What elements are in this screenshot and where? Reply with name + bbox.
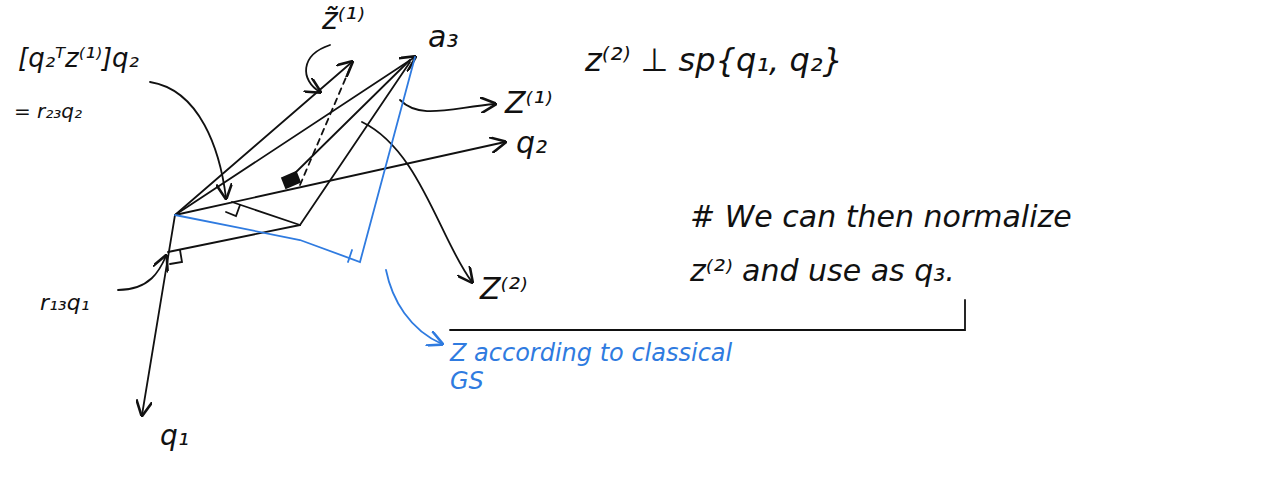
z-tilde-vector bbox=[175, 62, 352, 215]
pointer-curve bbox=[150, 82, 226, 198]
projection-line bbox=[168, 225, 300, 252]
note-text: # We can then normalize z⁽²⁾ and use as … bbox=[690, 190, 1110, 298]
q2-axis bbox=[175, 142, 505, 215]
z-tilde-dashed bbox=[300, 68, 350, 185]
pointer-curve bbox=[118, 256, 166, 290]
pointer-curve bbox=[400, 100, 495, 111]
projection-label: = r₂₃q₂ bbox=[14, 100, 82, 123]
right-angle bbox=[226, 205, 240, 216]
annotation: Z according to classical GS bbox=[450, 340, 750, 395]
q1-axis bbox=[142, 215, 175, 415]
projection-line bbox=[232, 202, 300, 225]
vector-label: Z⁽²⁾ bbox=[480, 272, 527, 307]
classical-gs-outline bbox=[175, 57, 415, 262]
note-text: z⁽²⁾ ⊥ sp{q₁, q₂} bbox=[585, 42, 843, 79]
projection-label: r₁₃q₁ bbox=[40, 290, 89, 315]
vector-label: a₃ bbox=[428, 20, 458, 55]
pointer-curve bbox=[362, 122, 472, 282]
pointer-curve bbox=[306, 45, 330, 92]
z2-vector bbox=[300, 62, 410, 225]
vector-label: Z⁽¹⁾ bbox=[505, 86, 552, 121]
right-angle bbox=[348, 250, 352, 262]
vector-label: z̃⁽¹⁾ bbox=[322, 2, 365, 37]
axis-label: q₁ bbox=[160, 420, 189, 452]
axis-label: q₂ bbox=[516, 126, 547, 161]
pointer-curve bbox=[386, 270, 442, 344]
projection-label: [q₂ᵀz⁽¹⁾]q₂ bbox=[18, 44, 139, 74]
right-angle bbox=[170, 250, 182, 264]
small-square bbox=[282, 172, 300, 188]
